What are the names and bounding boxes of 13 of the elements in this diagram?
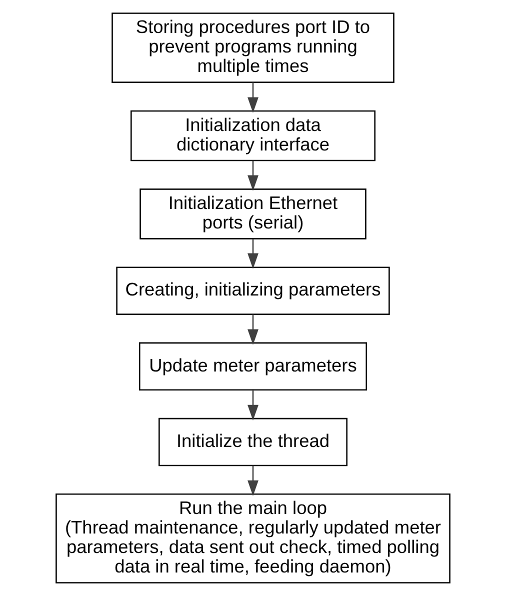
arrow: [247, 314, 258, 345]
arrow: [247, 160, 258, 191]
arrow: [247, 238, 258, 269]
node-box: Storing procedures port ID to prevent programs running multiple times: [111, 12, 394, 83]
node-box: Creating, initializing parameters: [116, 266, 390, 315]
node-box: Initialization Ethernet ports (serial): [139, 188, 366, 240]
node-box: Initialize the thread: [158, 418, 347, 466]
arrow: [247, 466, 258, 496]
node-box: Update meter parameters: [138, 342, 367, 391]
arrow: [247, 390, 258, 421]
node-box: Run the main loop (Thread maintenance, regularly updated meter parameters, data sent out check, timed polling data in real time, feeding daemon): [55, 493, 450, 584]
arrow: [247, 82, 258, 113]
node-box: Initialization data dictionary interface: [130, 110, 375, 162]
